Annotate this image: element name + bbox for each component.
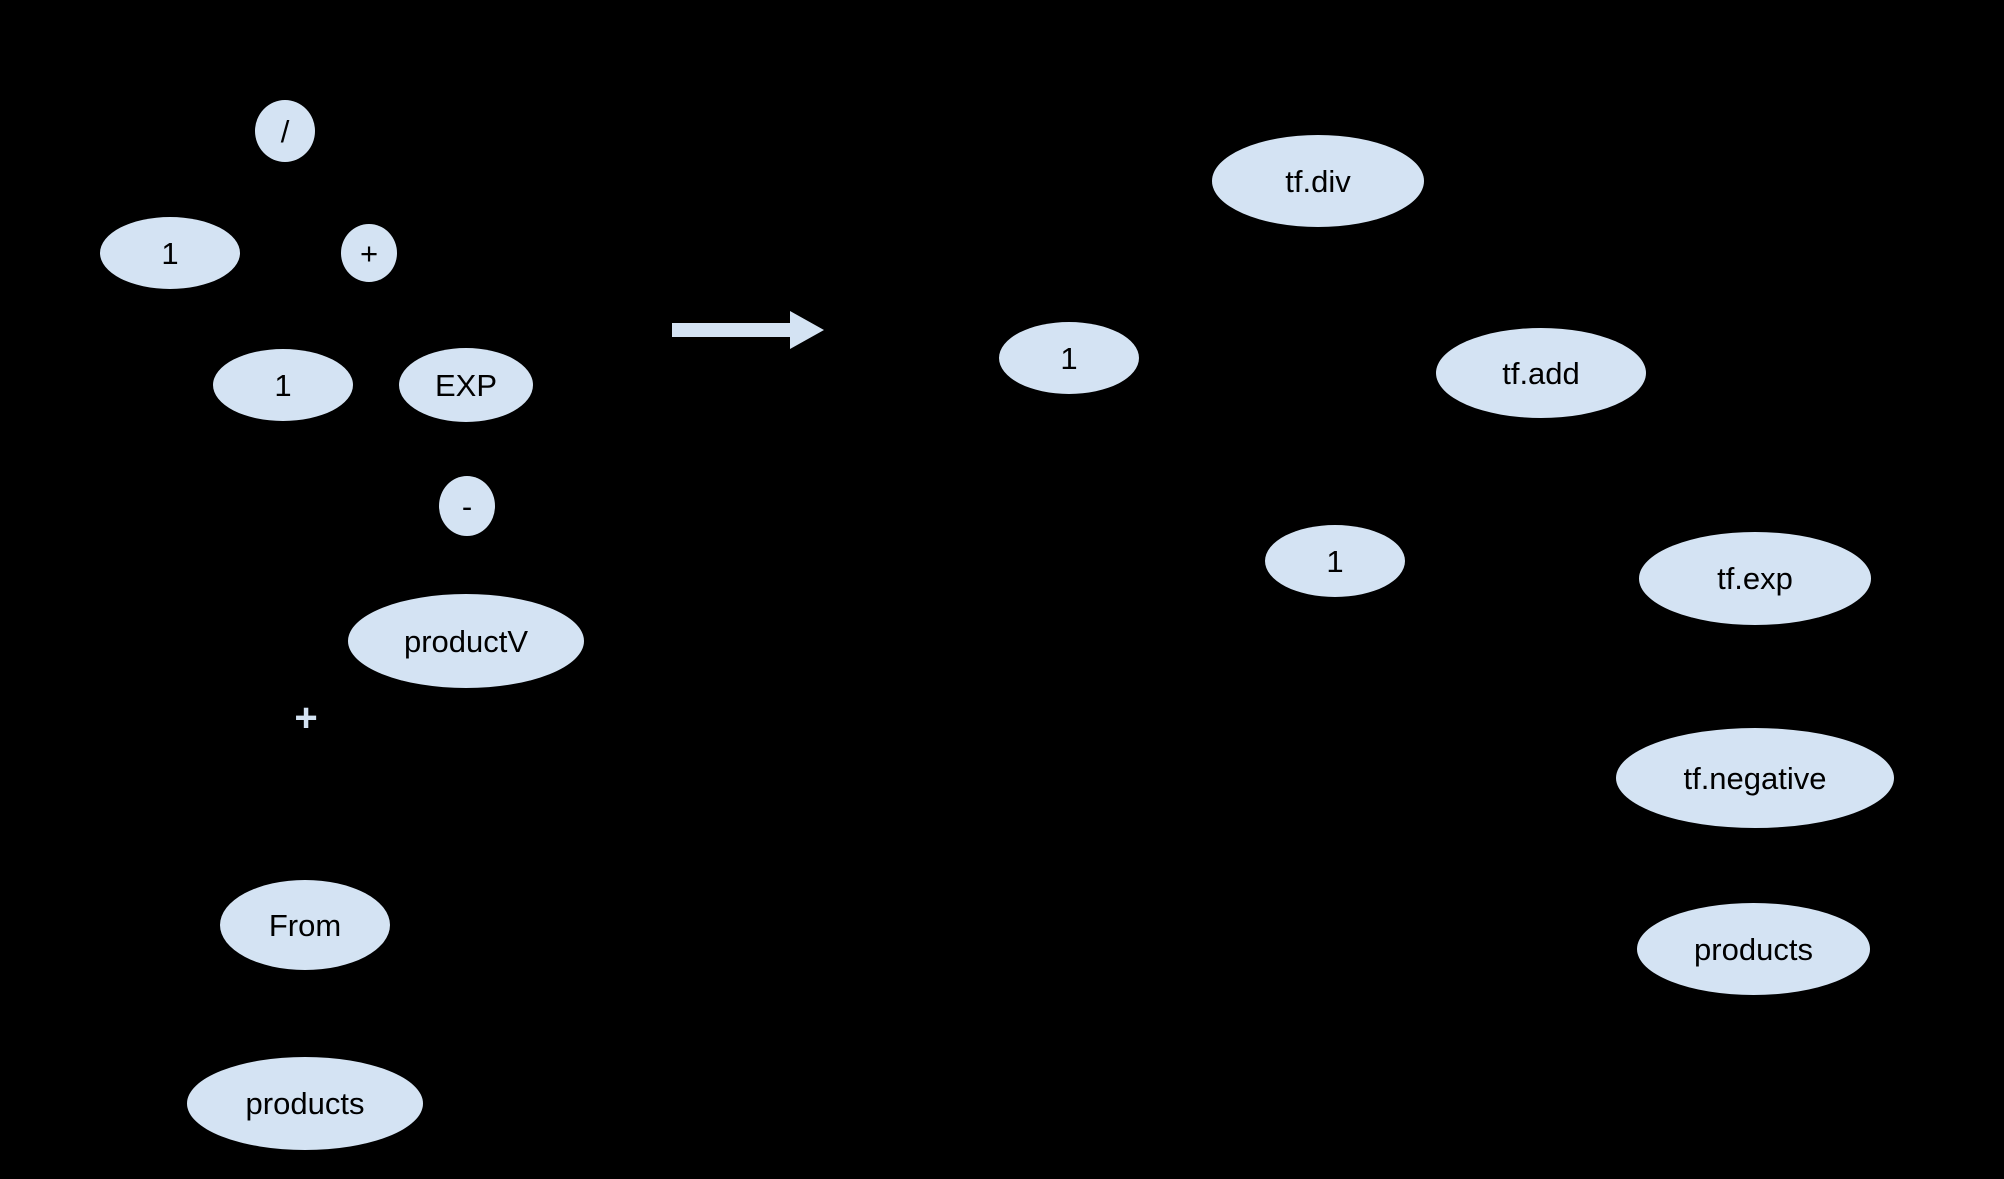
node-tf-constant-one-numerator[interactable]: 1 [999, 322, 1139, 394]
node-tf-exp[interactable]: tf.exp [1639, 532, 1871, 625]
node-constant-one-addend[interactable]: 1 [213, 349, 353, 421]
node-label: tf.add [1502, 355, 1580, 391]
node-label: 1 [161, 235, 179, 271]
node-label: products [245, 1086, 365, 1121]
node-label: + [359, 235, 379, 271]
node-negate-operator[interactable]: - [439, 476, 495, 536]
node-tf-add[interactable]: tf.add [1436, 328, 1646, 418]
node-label: / [280, 113, 290, 149]
node-productv-variable[interactable]: productV [348, 594, 584, 688]
node-exp-operator[interactable]: EXP [399, 348, 533, 422]
node-label: products [1694, 931, 1813, 967]
node-label: 1 [274, 367, 292, 403]
node-add-operator[interactable]: + [341, 224, 397, 282]
plus-sign-label: + [294, 696, 318, 740]
node-tf-products-tensor[interactable]: products [1637, 903, 1870, 995]
node-tf-negative[interactable]: tf.negative [1616, 728, 1894, 828]
node-tf-div[interactable]: tf.div [1212, 135, 1424, 227]
node-divide-operator[interactable]: / [255, 100, 315, 162]
right-block-arrow-icon [672, 311, 824, 349]
node-label: tf.div [1285, 163, 1351, 199]
node-label: EXP [434, 367, 498, 403]
node-label: tf.exp [1717, 561, 1793, 596]
transform-arrow [672, 306, 824, 354]
node-label: productV [403, 623, 529, 659]
node-label: - [461, 488, 473, 524]
node-from-variable[interactable]: From [220, 880, 390, 970]
node-label: 1 [1060, 340, 1078, 376]
node-products-variable[interactable]: products [187, 1057, 423, 1150]
node-label: 1 [1326, 543, 1344, 579]
node-label: From [268, 907, 342, 943]
node-tf-constant-one-addend[interactable]: 1 [1265, 525, 1405, 597]
node-constant-one-numerator[interactable]: 1 [100, 217, 240, 289]
node-label: tf.negative [1683, 760, 1827, 796]
